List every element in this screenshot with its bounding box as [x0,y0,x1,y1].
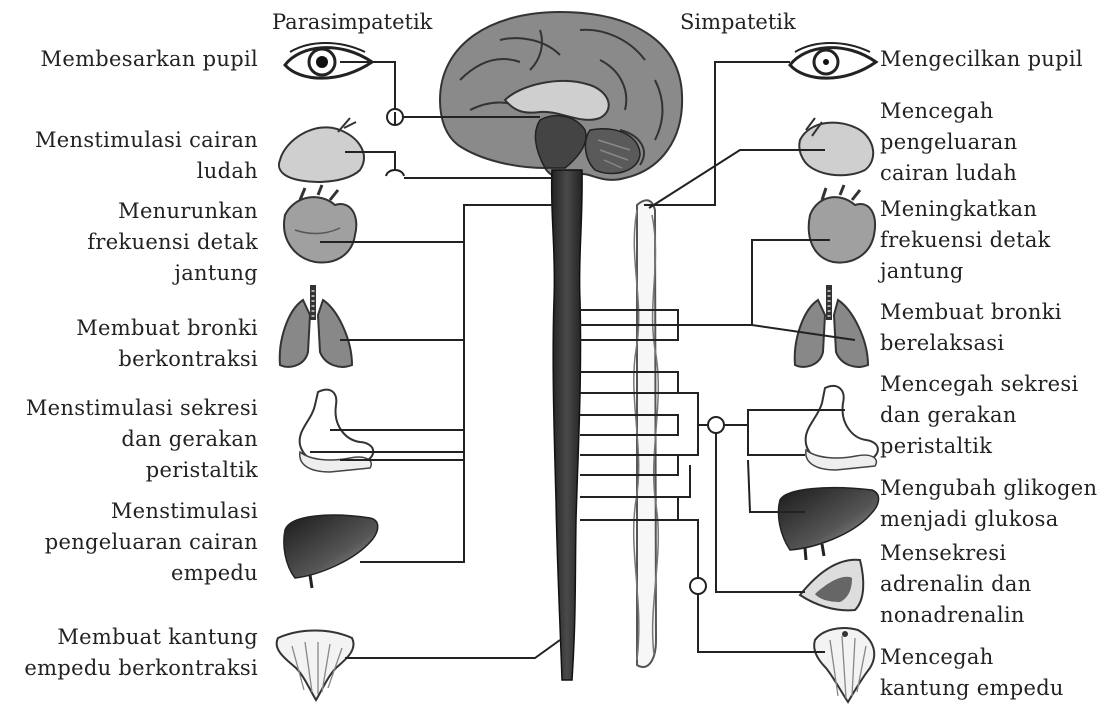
heart-icon-right [809,185,875,263]
liver-icon-left [284,515,378,588]
left-label-gallbladder: Membuat kantung empedu berkontraksi [10,622,258,684]
right-label-gallbladder: Mencegah kantung empedu [880,642,1108,704]
spinal-cord-icon [552,170,583,680]
right-label-saliva: Mencegah pengeluaran cairan ludah [880,96,1108,189]
right-label-bronchi: Membuat bronki berelaksasi [880,297,1108,359]
adrenal-gland-icon [800,560,863,611]
right-label-stomach: Mencegah sekresi dan gerakan peristaltik [880,369,1108,462]
lungs-icon-right [795,285,868,367]
eye-icon-left [285,43,372,78]
right-label-heart: Meningkatkan frekuensi detak jantung [880,194,1108,287]
gallbladder-icon-right [814,628,874,702]
header-sympathetic: Simpatetik [680,8,796,36]
brain-icon [440,12,682,180]
heart-icon-left [284,185,356,263]
left-label-saliva: Menstimulasi cairan ludah [10,125,258,187]
salivary-gland-icon-right [799,118,873,175]
stomach-icon-right [806,386,878,470]
left-label-bile: Menstimulasi pengeluaran cairan empedu [10,496,258,589]
left-label-stomach: Menstimulasi sekresi dan gerakan perista… [10,393,258,486]
eye-icon-right [790,43,876,78]
header-parasympathetic: Parasimpatetik [272,8,432,36]
left-label-bronchi: Membuat bronki berkontraksi [10,313,258,375]
sympathetic-chain-icon [634,200,659,667]
salivary-gland-icon-left [279,118,364,182]
left-label-pupil: Membesarkan pupil [10,44,258,75]
right-label-pupil: Mengecilkan pupil [880,44,1108,75]
right-label-adrenal: Mensekresi adrenalin dan nonadrenalin [880,538,1108,631]
lungs-icon-left [280,285,352,367]
left-label-heart: Menurunkan frekuensi detak jantung [10,196,258,289]
right-label-liver: Mengubah glikogen menjadi glukosa [880,473,1108,535]
liver-icon-right [778,488,878,560]
gallbladder-icon-left [277,631,354,701]
